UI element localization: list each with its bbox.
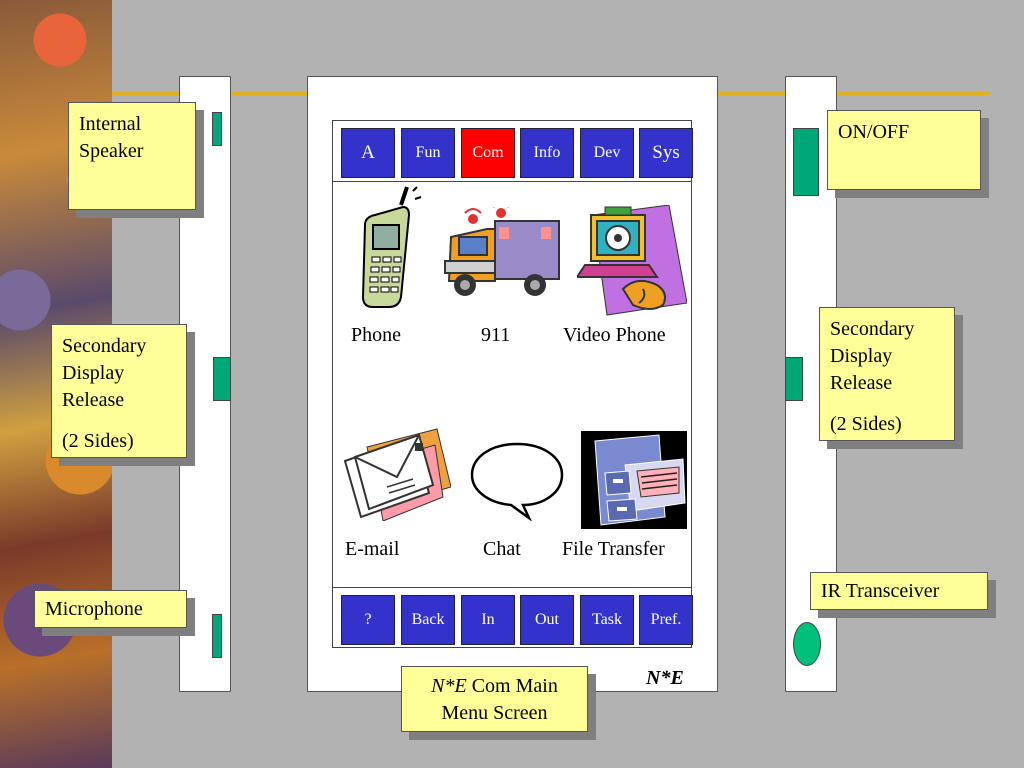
e-mail-app[interactable] <box>343 427 452 522</box>
callout-line: Microphone <box>45 598 143 620</box>
brand-logo: N*E <box>646 667 684 689</box>
nav-back-button[interactable]: Back <box>401 595 455 645</box>
gold-line <box>836 92 990 95</box>
on-off-button[interactable] <box>793 128 819 196</box>
caption-text: Com Main <box>466 675 558 697</box>
gold-line <box>112 92 180 95</box>
gold-line <box>716 92 786 95</box>
callout-line: IR Transceiver <box>821 580 940 602</box>
secondary-display-release-left[interactable] <box>213 357 231 401</box>
device-screen: A Fun Com Info Dev Sys Phone <box>332 120 693 648</box>
e-mail-label: E-mail <box>345 538 400 560</box>
ir-transceiver-callout: IR Transceiver <box>810 572 988 610</box>
phone-label: Phone <box>351 324 401 346</box>
nav-sys-button[interactable]: Sys <box>639 128 693 178</box>
nav-task-button[interactable]: Task <box>580 595 634 645</box>
callout-line: Display <box>62 362 125 384</box>
callout-line: (2 Sides) <box>830 413 902 435</box>
secondary-display-release-right[interactable] <box>785 357 803 401</box>
video-phone-icon <box>575 204 688 316</box>
file-transfer-label: File Transfer <box>562 538 665 560</box>
cell-phone-icon <box>361 181 422 308</box>
callout-line: Display <box>830 345 893 367</box>
caption-brand: N*E <box>431 675 467 697</box>
nav-a-button[interactable]: A <box>341 128 395 178</box>
video-phone-label: Video Phone <box>563 324 666 346</box>
caption-callout: N*E Com Main Menu Screen <box>401 666 588 732</box>
callout-line: Secondary <box>62 335 147 357</box>
nav-out-button[interactable]: Out <box>520 595 574 645</box>
gold-line <box>230 92 308 95</box>
callout-line: Release <box>62 389 125 411</box>
911-label: 911 <box>481 324 511 346</box>
ambulance-icon <box>444 203 560 296</box>
callout-line: Speaker <box>79 140 144 162</box>
callout-line: Release <box>830 372 893 394</box>
caption-line-2: Menu Screen <box>441 702 548 724</box>
nav-in-button[interactable]: In <box>461 595 515 645</box>
internal-speaker-callout: Internal Speaker <box>68 102 196 210</box>
microphone-port <box>212 614 222 658</box>
file-cabinet-icon <box>581 431 687 529</box>
speech-bubble-icon <box>470 442 564 522</box>
nav-info-button[interactable]: Info <box>520 128 574 178</box>
chat-label: Chat <box>483 538 521 560</box>
callout-line: Secondary <box>830 318 915 340</box>
nav-com-button[interactable]: Com <box>461 128 515 178</box>
microphone-callout: Microphone <box>34 590 187 628</box>
nav-pref-button[interactable]: Pref. <box>639 595 693 645</box>
nav-dev-button[interactable]: Dev <box>580 128 634 178</box>
callout-line: (2 Sides) <box>62 430 134 452</box>
file-transfer-app[interactable] <box>581 431 691 531</box>
phone-app[interactable] <box>355 181 429 315</box>
envelopes-icon <box>343 428 452 522</box>
nav-help-button[interactable]: ? <box>341 595 395 645</box>
nav-fun-button[interactable]: Fun <box>401 128 455 178</box>
callout-line: ON/OFF <box>838 121 910 143</box>
caption-line-1: N*E Com Main <box>412 673 577 700</box>
secondary-display-release-left-callout: Secondary Display Release (2 Sides) <box>51 324 187 458</box>
internal-speaker-grille <box>212 112 222 146</box>
911-app[interactable] <box>443 203 563 299</box>
secondary-display-release-right-callout: Secondary Display Release (2 Sides) <box>819 307 955 441</box>
callout-line: Internal <box>79 113 142 135</box>
top-nav-bar: A Fun Com Info Dev Sys <box>333 121 693 182</box>
on-off-callout: ON/OFF <box>827 110 981 190</box>
video-phone-app[interactable] <box>575 204 688 317</box>
ir-transceiver-window <box>793 622 821 666</box>
chat-app[interactable] <box>469 441 565 522</box>
bottom-nav-bar: ? Back In Out Task Pref. <box>333 587 693 648</box>
